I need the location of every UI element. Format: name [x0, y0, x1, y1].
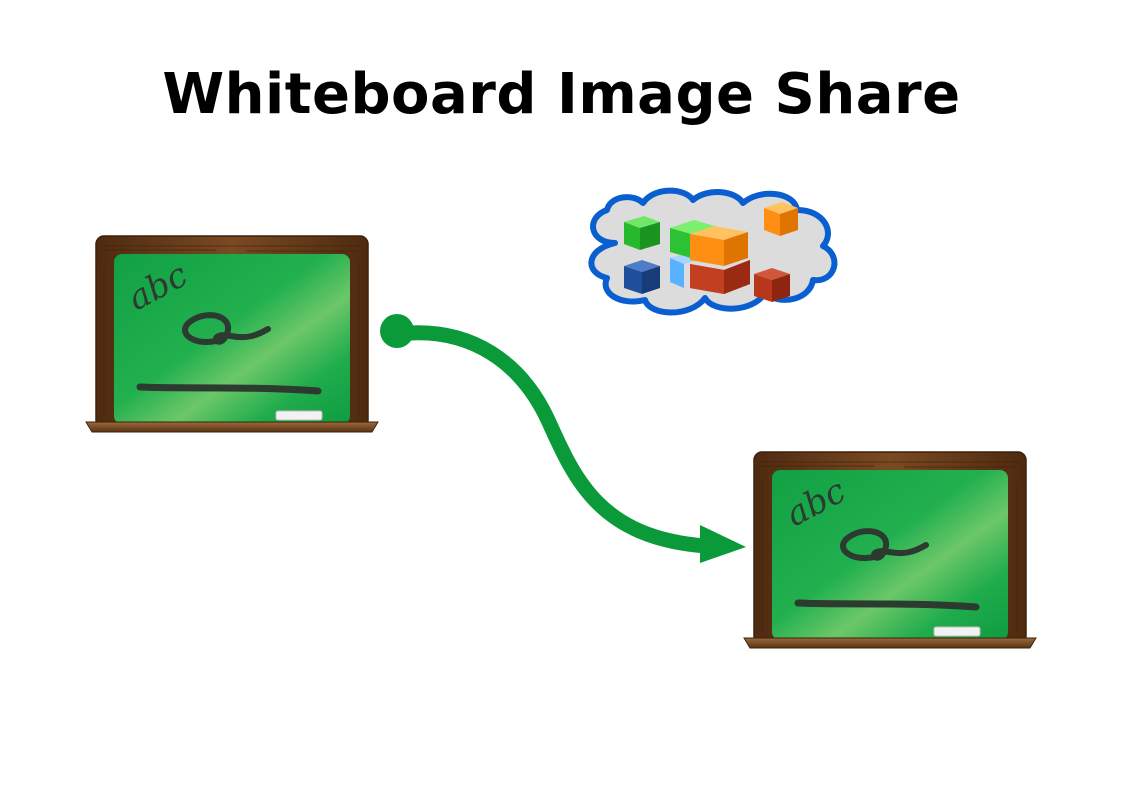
page-title: Whiteboard Image Share — [162, 62, 961, 127]
arrow-icon — [380, 314, 746, 563]
chalkboard-icon: abc — [744, 452, 1036, 648]
cubes-icon — [624, 202, 798, 302]
chalkboard-icon: abc — [86, 236, 378, 432]
